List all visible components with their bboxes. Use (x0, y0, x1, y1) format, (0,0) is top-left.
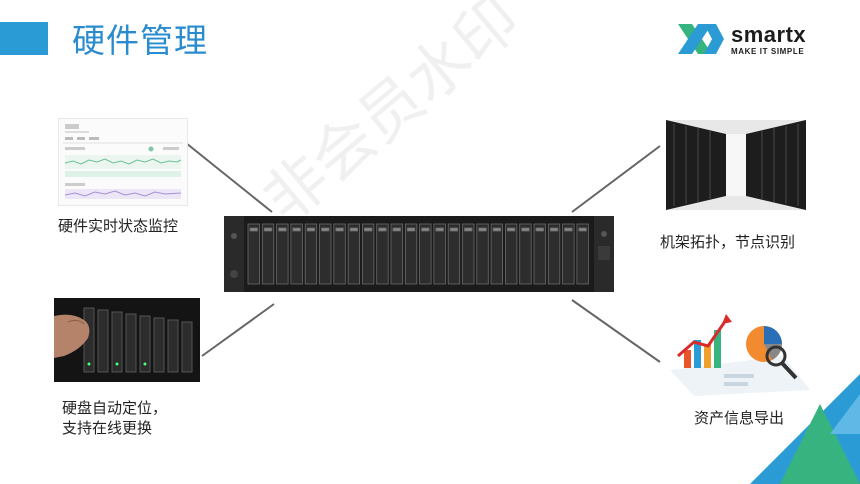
drive-bay-latch (263, 227, 273, 232)
drive-bay-latch (549, 227, 559, 232)
drive-bay-latch (421, 227, 430, 232)
drive-bay-latch (335, 227, 344, 232)
drive-bay (376, 223, 389, 285)
drive-bay (447, 223, 461, 285)
drive-bay (533, 223, 546, 285)
drive-bay (519, 223, 532, 285)
feature-label-disk-line1: 硬盘自动定位， (62, 399, 168, 417)
drive-bay-latch (349, 227, 358, 232)
rack-topology-photo (666, 120, 806, 210)
drive-bay-latch (506, 227, 516, 232)
drive-bay (504, 223, 518, 285)
drive-bay-latch (392, 227, 401, 232)
drive-bay-latch (535, 227, 544, 232)
drive-bay (476, 223, 489, 285)
drive-bay-latch (521, 227, 530, 232)
drive-bay-latch (578, 227, 587, 232)
drive-bay (390, 223, 403, 285)
monitoring-dashboard-thumbnail (58, 118, 188, 206)
drive-bay-latch (435, 227, 444, 232)
drive-bay (404, 223, 418, 285)
drive-bay-latch (406, 227, 416, 232)
logo-wordmark: smartx (731, 22, 807, 47)
page-title: 硬件管理 (72, 21, 208, 60)
drive-bay (304, 223, 318, 285)
drive-bay-latch (564, 227, 573, 232)
drive-bay (333, 223, 346, 285)
feature-label-assets: 资产信息导出 (694, 409, 785, 427)
logo-tagline: MAKE IT SIMPLE (731, 47, 805, 56)
drive-bay-latch (363, 227, 373, 232)
drive-bay (347, 223, 360, 285)
drive-bay (276, 223, 289, 285)
drive-bay (319, 223, 332, 285)
connector-line-assets (571, 299, 661, 363)
disk-replacement-photo (54, 298, 200, 382)
drive-bay-latch (292, 227, 301, 232)
brand-logo: smartx MAKE IT SIMPLE (676, 20, 836, 60)
drive-bay (547, 223, 561, 285)
drive-bay-latch (278, 227, 287, 232)
drive-bay (490, 223, 504, 285)
drive-bay-latch (306, 227, 316, 232)
title-accent-bar (0, 22, 48, 55)
connector-line-disk (201, 303, 275, 357)
drive-bay (419, 223, 432, 285)
asset-export-illustration (664, 300, 814, 396)
drive-bay-latch (464, 227, 473, 232)
drive-bay-latch (249, 227, 258, 232)
drive-bay (462, 223, 475, 285)
connector-line-monitor (185, 142, 273, 213)
smartx-logo-icon (678, 24, 724, 54)
feature-label-disk: 硬盘自动定位， 支持在线更换 (62, 398, 167, 438)
drive-bay-latch (492, 227, 502, 232)
feature-label-monitoring: 硬件实时状态监控 (58, 217, 179, 235)
drive-bay-latch (449, 227, 459, 232)
drive-bay (247, 223, 260, 285)
feature-label-disk-line2: 支持在线更换 (62, 419, 153, 437)
drive-bay-latch (378, 227, 387, 232)
drive-bay (562, 223, 575, 285)
drive-bay (261, 223, 275, 285)
drive-bay (576, 223, 589, 285)
server-chassis (224, 216, 614, 292)
connector-line-racks (571, 145, 661, 213)
drive-bay (433, 223, 446, 285)
feature-label-racks: 机架拓扑，节点识别 (660, 233, 796, 251)
drive-bay (290, 223, 303, 285)
drive-bay (361, 223, 375, 285)
corner-decoration (750, 374, 860, 484)
drive-bay-latch (321, 227, 330, 232)
drive-bay-latch (478, 227, 487, 232)
